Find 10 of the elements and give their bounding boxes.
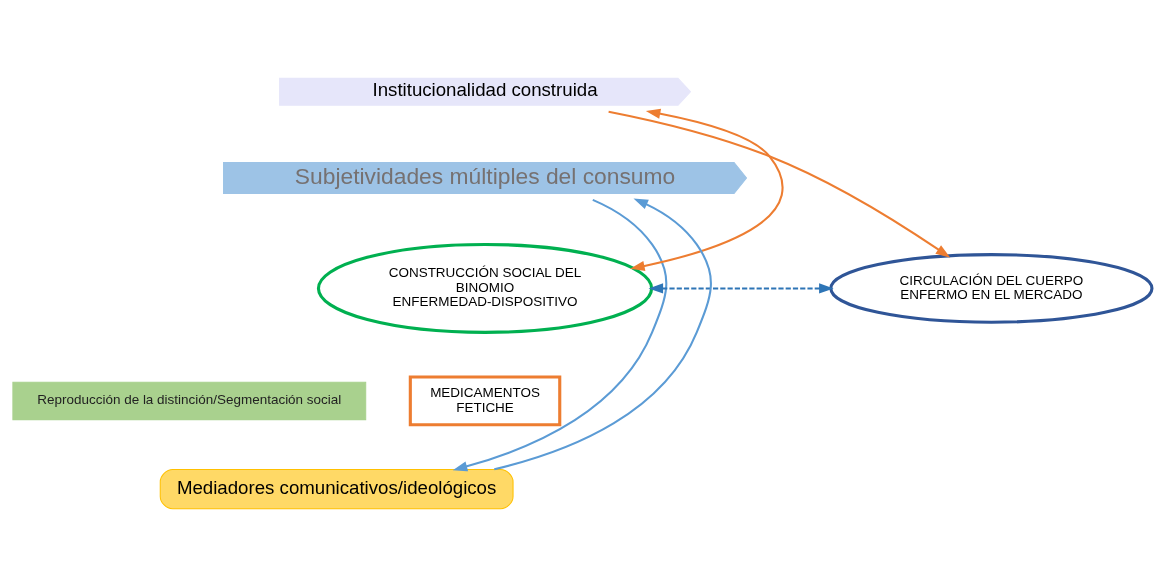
arrow: [608, 110, 951, 258]
arrow: [452, 198, 668, 471]
arrow: [630, 108, 784, 271]
node-box: Reproducción de la distinción/Segmentación social: [12, 381, 367, 420]
node-ellipse: CIRCULACIÓN DEL CUERPO ENFERMO EN EL MERCADO: [829, 252, 1154, 324]
node-ellipse: CONSTRUCCIÓN SOCIAL DEL BINOMIO ENFERMEDAD-DISPOSITIVO: [316, 242, 654, 334]
arrow: [648, 282, 834, 293]
arrow: [494, 198, 712, 470]
node-box: Mediadores comunicativos/ideológicos: [159, 468, 514, 509]
node-box: MEDICAMENTOS FETICHE: [408, 375, 562, 426]
